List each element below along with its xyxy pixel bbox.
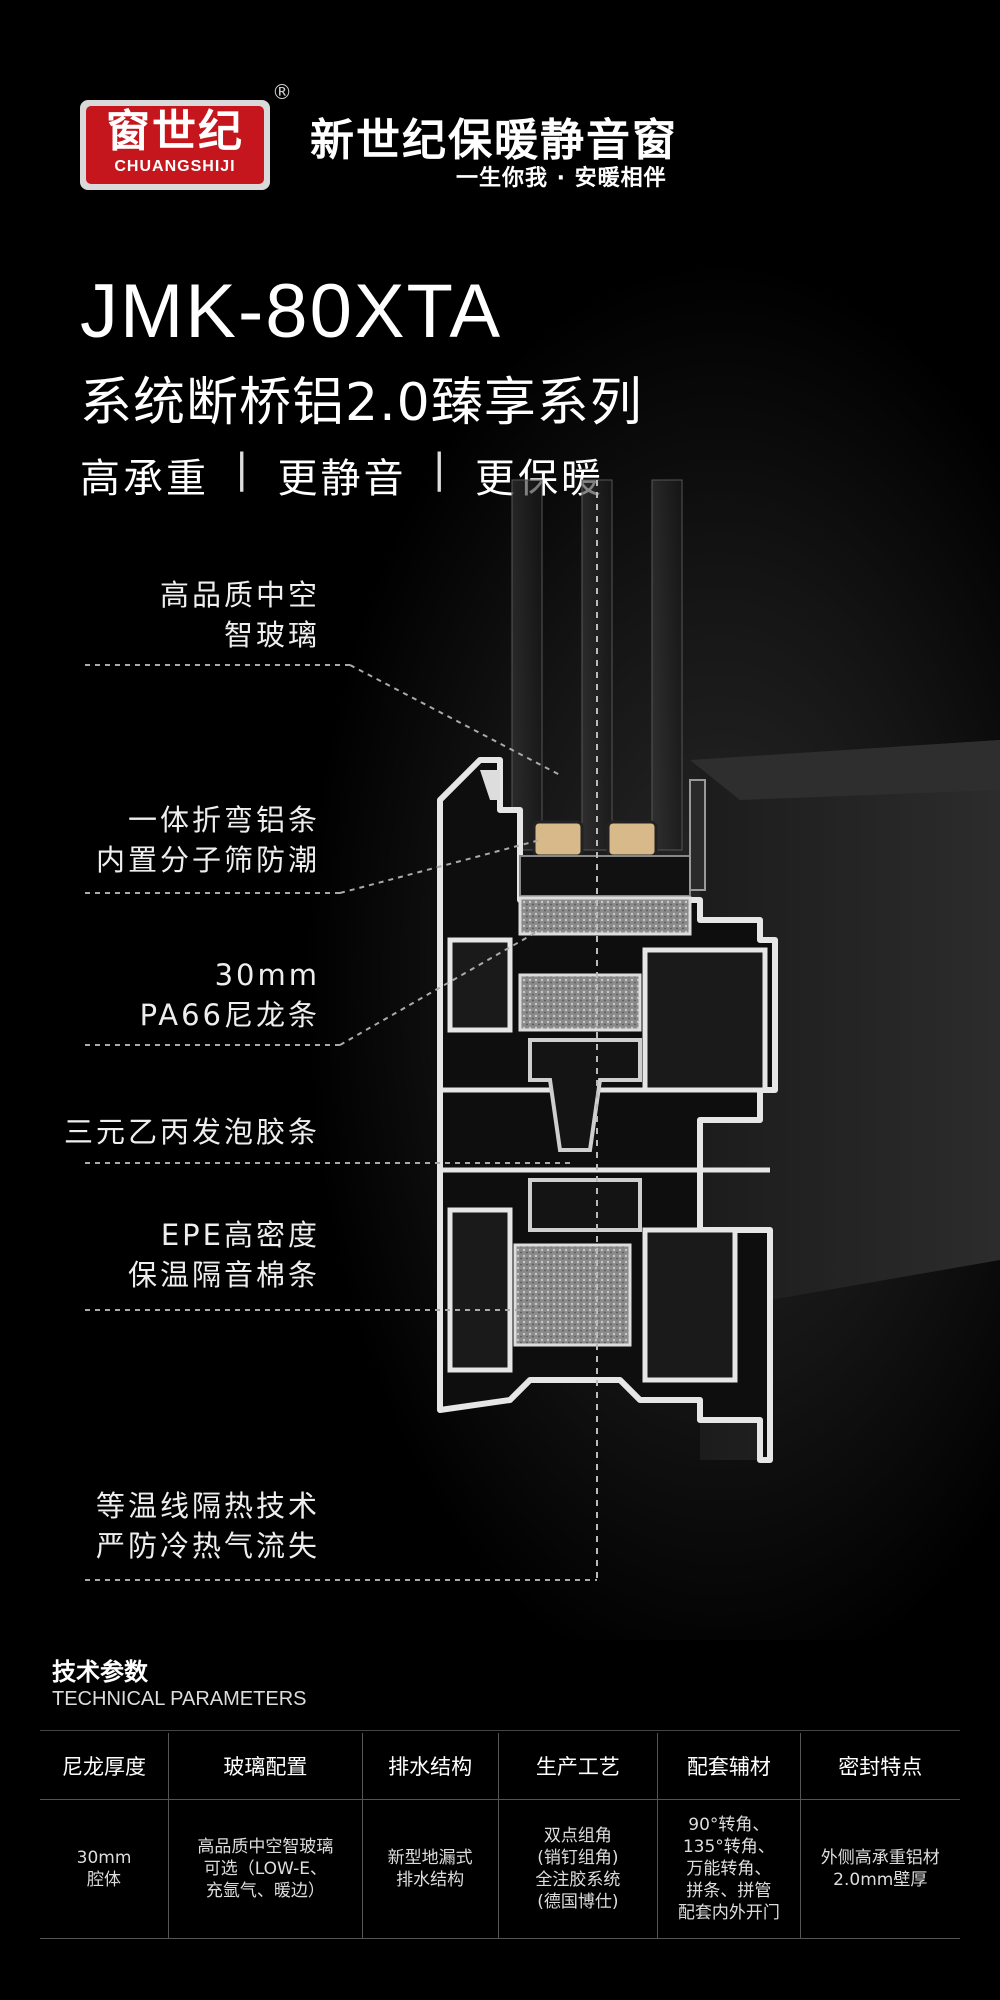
annotation-nylon: 30mm PA66尼龙条	[139, 958, 320, 1032]
product-model: JMK-80XTA	[80, 269, 503, 354]
logo-chinese-text: 窗世纪	[106, 106, 244, 157]
table-row: 30mm 腔体 高品质中空智玻璃 可选（LOW-E、 充氩气、暖边） 新型地漏式…	[40, 1799, 960, 1939]
foam-strip	[518, 973, 642, 1032]
leader-line	[339, 929, 541, 1046]
nylon-strip	[528, 1178, 642, 1232]
frame-body	[700, 740, 1000, 1460]
table-header-cell: 配套辅材	[657, 1733, 801, 1800]
brand-slogan: 一生你我 · 安暖相伴	[456, 166, 667, 191]
spacer-bar	[532, 820, 584, 858]
table-cell: 30mm 腔体	[40, 1799, 170, 1939]
table-header-cell: 尼龙厚度	[40, 1733, 170, 1800]
table-header-row: 尼龙厚度 玻璃配置 排水结构 生产工艺 配套辅材 密封特点	[40, 1733, 960, 1800]
spacer-bar	[606, 820, 658, 858]
table-cell: 高品质中空智玻璃 可选（LOW-E、 充氩气、暖边）	[168, 1799, 363, 1939]
logo-english-text: CHUANGSHIJI	[114, 158, 236, 175]
profile-chamber	[447, 1207, 513, 1373]
feature-separator: |	[235, 446, 252, 492]
table-cell: 双点组角 (销钉组角) 全注胶系统 (德国博仕)	[498, 1799, 659, 1939]
foam-strip	[513, 1243, 632, 1347]
feature-item: 高承重	[80, 456, 209, 502]
table-header-cell: 生产工艺	[498, 1733, 659, 1800]
profile-chamber	[642, 947, 768, 1093]
feature-item: 更静音	[277, 456, 407, 502]
table-header-cell: 排水结构	[362, 1733, 499, 1800]
registered-mark: ®	[272, 80, 292, 104]
parameters-title: 技术参数	[52, 1658, 148, 1686]
foam-strip	[518, 896, 692, 936]
leader-line	[339, 839, 541, 894]
glass-pane	[651, 479, 683, 851]
frame-top-face	[690, 740, 1000, 800]
brand-title: 新世纪保暖静音窗	[310, 115, 678, 166]
annotation-glass: 高品质中空 智玻璃	[159, 578, 320, 652]
brand-logo: 窗世纪 CHUANGSHIJI	[80, 100, 270, 190]
glazing-bead	[480, 770, 500, 800]
feature-separator: |	[432, 446, 449, 492]
profile-chamber	[447, 937, 513, 1033]
table-cell: 外侧高承重铝材 2.0mm壁厚	[800, 1799, 960, 1939]
nylon-strip	[528, 1038, 642, 1152]
table-header-cell: 玻璃配置	[168, 1733, 363, 1800]
annotation-epe: EPE高密度 保温隔音棉条	[127, 1218, 320, 1292]
glass-pane	[511, 479, 543, 851]
product-series: 系统断桥铝2.0臻享系列	[80, 373, 643, 433]
parameters-table: 尼龙厚度 玻璃配置 排水结构 生产工艺 配套辅材 密封特点 30mm 腔体 高品…	[40, 1733, 960, 1939]
profile-chamber	[642, 1227, 738, 1383]
table-cell: 新型地漏式 排水结构	[362, 1799, 499, 1939]
table-top-rule	[40, 1726, 960, 1731]
window-profile-illustration	[85, 479, 1000, 1581]
table-header-cell: 密封特点	[800, 1733, 960, 1800]
feature-list: 高承重 | 更静音 | 更保暖	[80, 446, 604, 504]
gasket	[689, 779, 706, 891]
parameters-subtitle: TECHNICAL PARAMETERS	[52, 1688, 307, 1710]
table-cell: 90°转角、 135°转角、 万能转角、 拼条、拼管 配套内外开门	[657, 1799, 801, 1939]
annotation-epdm: 三元乙丙发泡胶条	[63, 1115, 320, 1149]
annotation-isotherm: 等温线隔热技术 严防冷热气流失	[95, 1489, 320, 1563]
annotation-spacer: 一体折弯铝条 内置分子筛防潮	[95, 803, 320, 877]
